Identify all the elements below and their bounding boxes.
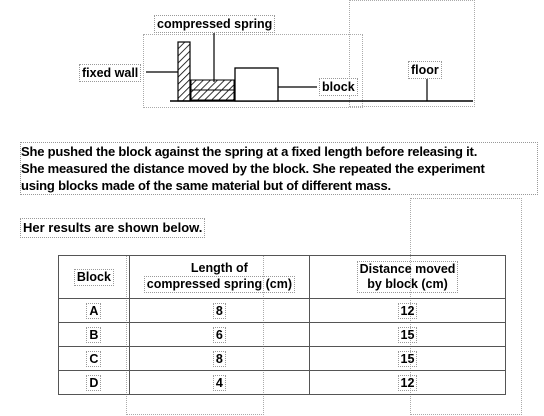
table-header-row: Block Length of compressed spring (cm) D… [58,255,506,299]
fixed-wall [177,41,191,102]
cell-block: D [58,370,130,395]
cell-distance: 15 [309,322,506,347]
floor-frame [349,0,475,107]
paragraph-line-3: using blocks made of the same material b… [21,178,391,193]
cell-distance: 12 [309,370,506,395]
cell-length: 4 [128,370,311,395]
header-block: Block [58,255,130,299]
table-row: B 6 15 [58,322,506,347]
block-shape [234,67,279,102]
label-block: block [319,78,358,96]
cell-distance: 15 [309,346,506,371]
table-row: D 4 12 [58,370,506,395]
cell-distance: 12 [309,298,506,323]
diagram-frame [143,34,363,108]
paragraph-line-2: She measured the distance moved by the b… [21,161,485,176]
spring-diagram [146,30,473,102]
label-fixed-wall: fixed wall [79,64,142,82]
cell-block: B [58,322,130,347]
cell-block: A [58,298,130,323]
paragraph-line-1: She pushed the block against the spring … [21,144,478,159]
results-intro: Her results are shown below. [20,218,206,238]
label-compressed-spring: compressed spring [154,15,276,33]
table-row: A 8 12 [58,298,506,323]
cell-length: 8 [128,298,311,323]
cell-block: C [58,346,130,371]
header-length: Length of compressed spring (cm) [128,255,311,299]
experiment-description: She pushed the block against the spring … [20,142,538,195]
table-row: C 8 15 [58,346,506,371]
cell-length: 8 [128,346,311,371]
cell-length: 6 [128,322,311,347]
header-distance: Distance moved by block (cm) [309,255,506,299]
label-floor: floor [408,61,442,79]
results-table: Block Length of compressed spring (cm) D… [58,255,506,395]
